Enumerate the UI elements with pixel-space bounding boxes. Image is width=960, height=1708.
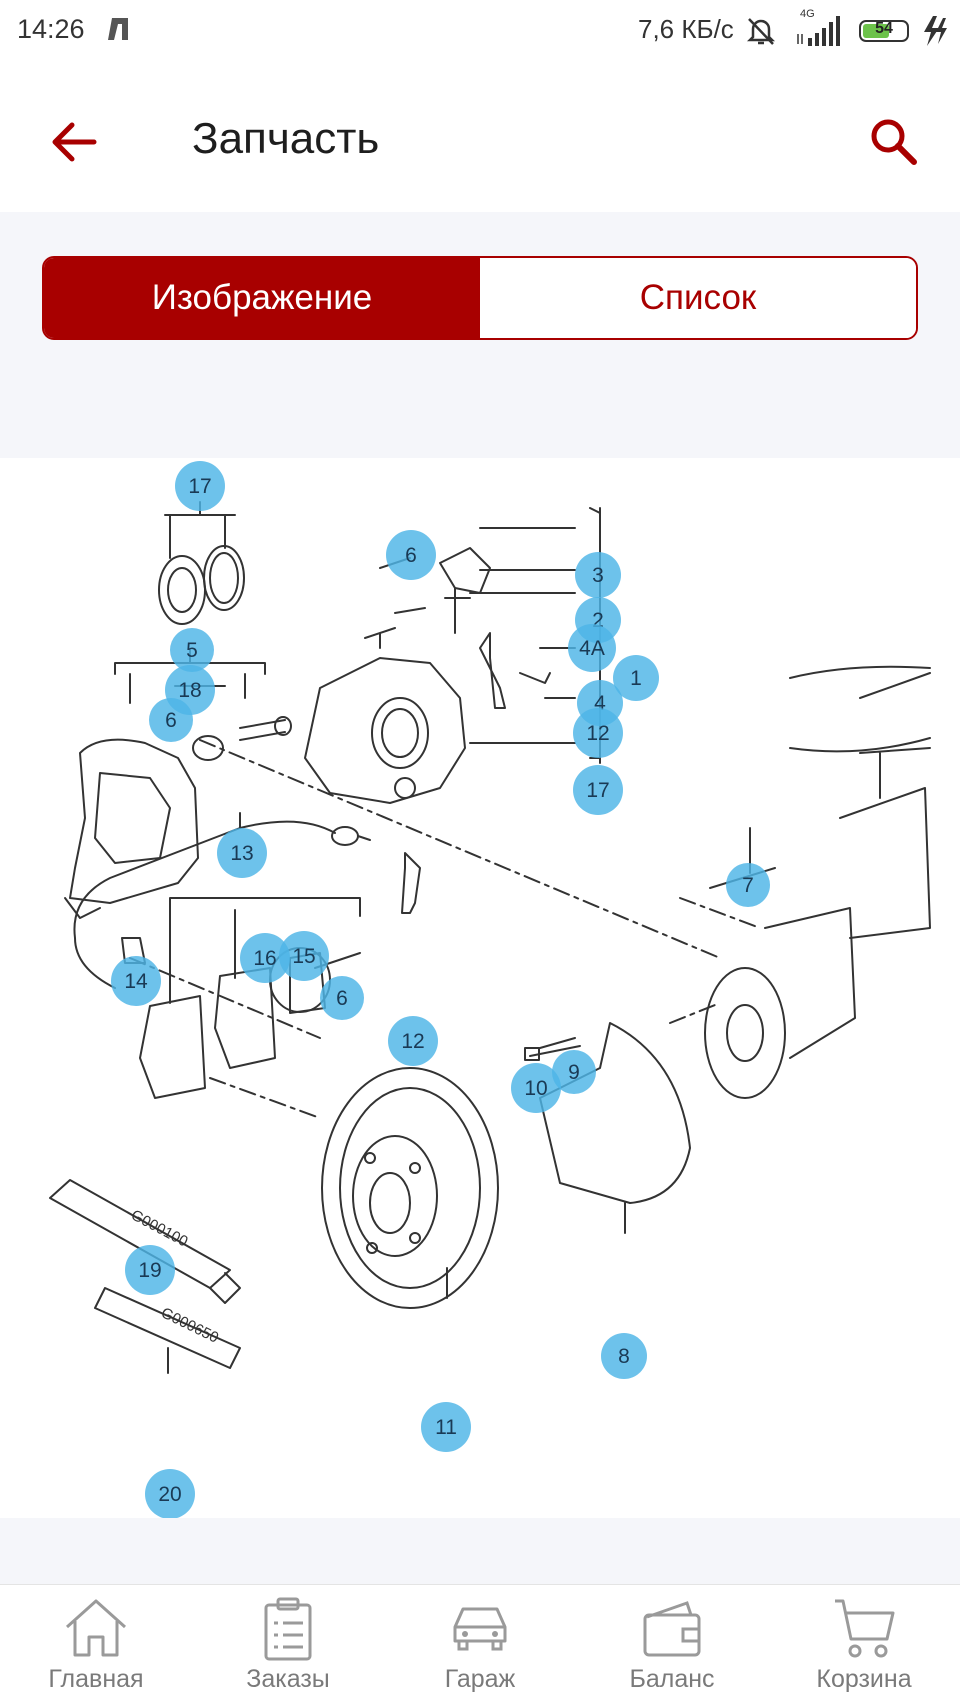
tab-image[interactable]: Изображение	[44, 258, 480, 338]
nav-orders-label: Заказы	[246, 1665, 330, 1693]
svg-text:6: 6	[165, 709, 177, 732]
svg-text:18: 18	[178, 679, 201, 702]
nav-balance-label: Баланс	[629, 1665, 715, 1693]
arrow-left-icon	[52, 122, 97, 162]
home-icon	[65, 1599, 127, 1657]
svg-text:14: 14	[124, 970, 148, 993]
svg-text:19: 19	[138, 1259, 161, 1282]
nav-home-label: Главная	[48, 1665, 144, 1693]
callout-9[interactable]: 9	[552, 1050, 596, 1094]
callout-1[interactable]: 1	[613, 655, 659, 701]
callout-4a[interactable]: 4A	[568, 624, 616, 672]
svg-text:5: 5	[186, 639, 198, 662]
status-bar: 14:26 7,6 КБ/с 4G 54	[0, 0, 960, 64]
app-bar: Запчасть	[0, 64, 960, 212]
view-switcher-area: Изображение Список	[0, 212, 960, 458]
nav-cart[interactable]: Корзина	[768, 1585, 960, 1708]
callout-6-pads[interactable]: 6	[320, 976, 364, 1020]
callout-6[interactable]: 6	[386, 530, 436, 580]
view-switcher: Изображение Список	[42, 256, 918, 340]
network-speed: 7,6 КБ/с	[638, 14, 734, 44]
search-icon	[871, 119, 917, 165]
svg-text:G000100: G000100	[128, 1207, 190, 1251]
svg-text:12: 12	[586, 722, 609, 745]
callout-10[interactable]: 10	[511, 1063, 561, 1113]
signal-icon	[794, 10, 844, 55]
svg-text:1: 1	[630, 667, 642, 690]
svg-text:11: 11	[435, 1416, 457, 1439]
svg-text:12: 12	[401, 1030, 424, 1053]
svg-text:4A: 4A	[579, 637, 605, 660]
svg-text:15: 15	[292, 945, 315, 968]
callout-16[interactable]: 16	[240, 933, 290, 983]
content-bottom-spacer	[0, 1518, 960, 1584]
brake-assembly-drawing: G000100 G000650 17 6 3 2 4A 1 4 12 17 5 …	[49, 461, 931, 1518]
callout-6-left[interactable]: 6	[149, 698, 193, 742]
nav-orders[interactable]: Заказы	[192, 1585, 384, 1708]
callout-17-right[interactable]: 17	[573, 765, 623, 815]
callout-20[interactable]: 20	[145, 1469, 195, 1518]
callout-17-top[interactable]: 17	[175, 461, 225, 511]
nav-garage[interactable]: Гараж	[384, 1585, 576, 1708]
callout-12-top[interactable]: 12	[573, 708, 623, 758]
search-button[interactable]	[864, 112, 924, 172]
callout-5[interactable]: 5	[170, 628, 214, 672]
nav-home[interactable]: Главная	[0, 1585, 192, 1708]
callout-15[interactable]: 15	[279, 931, 329, 981]
svg-text:6: 6	[336, 987, 348, 1010]
bottom-navigation: Главная Заказы Гараж Баланс Корзина	[0, 1584, 960, 1708]
tab-list[interactable]: Список	[480, 258, 916, 338]
svg-text:8: 8	[618, 1345, 630, 1368]
mute-icon	[744, 14, 778, 53]
charging-icon	[921, 14, 949, 53]
svg-text:10: 10	[524, 1077, 547, 1100]
svg-text:2: 2	[592, 609, 604, 632]
svg-text:16: 16	[253, 947, 276, 970]
svg-text:7: 7	[742, 874, 754, 897]
cart-icon	[835, 1599, 895, 1658]
battery-icon: 54	[859, 20, 909, 42]
parts-diagram: G000100 G000650 17 6 3 2 4A 1 4 12 17 5 …	[0, 458, 960, 1518]
callout-12-bottom[interactable]: 12	[388, 1016, 438, 1066]
callout-19[interactable]: 19	[125, 1245, 175, 1295]
svg-text:13: 13	[230, 842, 253, 865]
svg-text:9: 9	[568, 1061, 580, 1084]
wallet-icon	[643, 1601, 701, 1657]
orders-icon	[264, 1597, 312, 1661]
svg-text:17: 17	[188, 475, 211, 498]
svg-text:17: 17	[586, 779, 609, 802]
nav-garage-label: Гараж	[444, 1665, 516, 1693]
svg-text:20: 20	[158, 1483, 181, 1506]
app-notification-icon	[106, 16, 132, 47]
status-time: 14:26	[17, 14, 85, 44]
svg-text:6: 6	[405, 544, 417, 567]
svg-text:3: 3	[592, 564, 604, 587]
callout-14[interactable]: 14	[111, 956, 161, 1006]
back-button[interactable]	[44, 112, 104, 172]
battery-level: 54	[875, 20, 893, 37]
callout-8[interactable]: 8	[601, 1333, 647, 1379]
callout-3[interactable]: 3	[575, 552, 621, 598]
nav-cart-label: Корзина	[816, 1665, 912, 1693]
nav-balance[interactable]: Баланс	[576, 1585, 768, 1708]
callout-7[interactable]: 7	[726, 863, 770, 907]
page-title: Запчасть	[192, 114, 380, 163]
callout-13[interactable]: 13	[217, 828, 267, 878]
car-icon	[453, 1607, 507, 1651]
callout-11[interactable]: 11	[421, 1402, 471, 1452]
network-type: 4G	[800, 8, 815, 20]
